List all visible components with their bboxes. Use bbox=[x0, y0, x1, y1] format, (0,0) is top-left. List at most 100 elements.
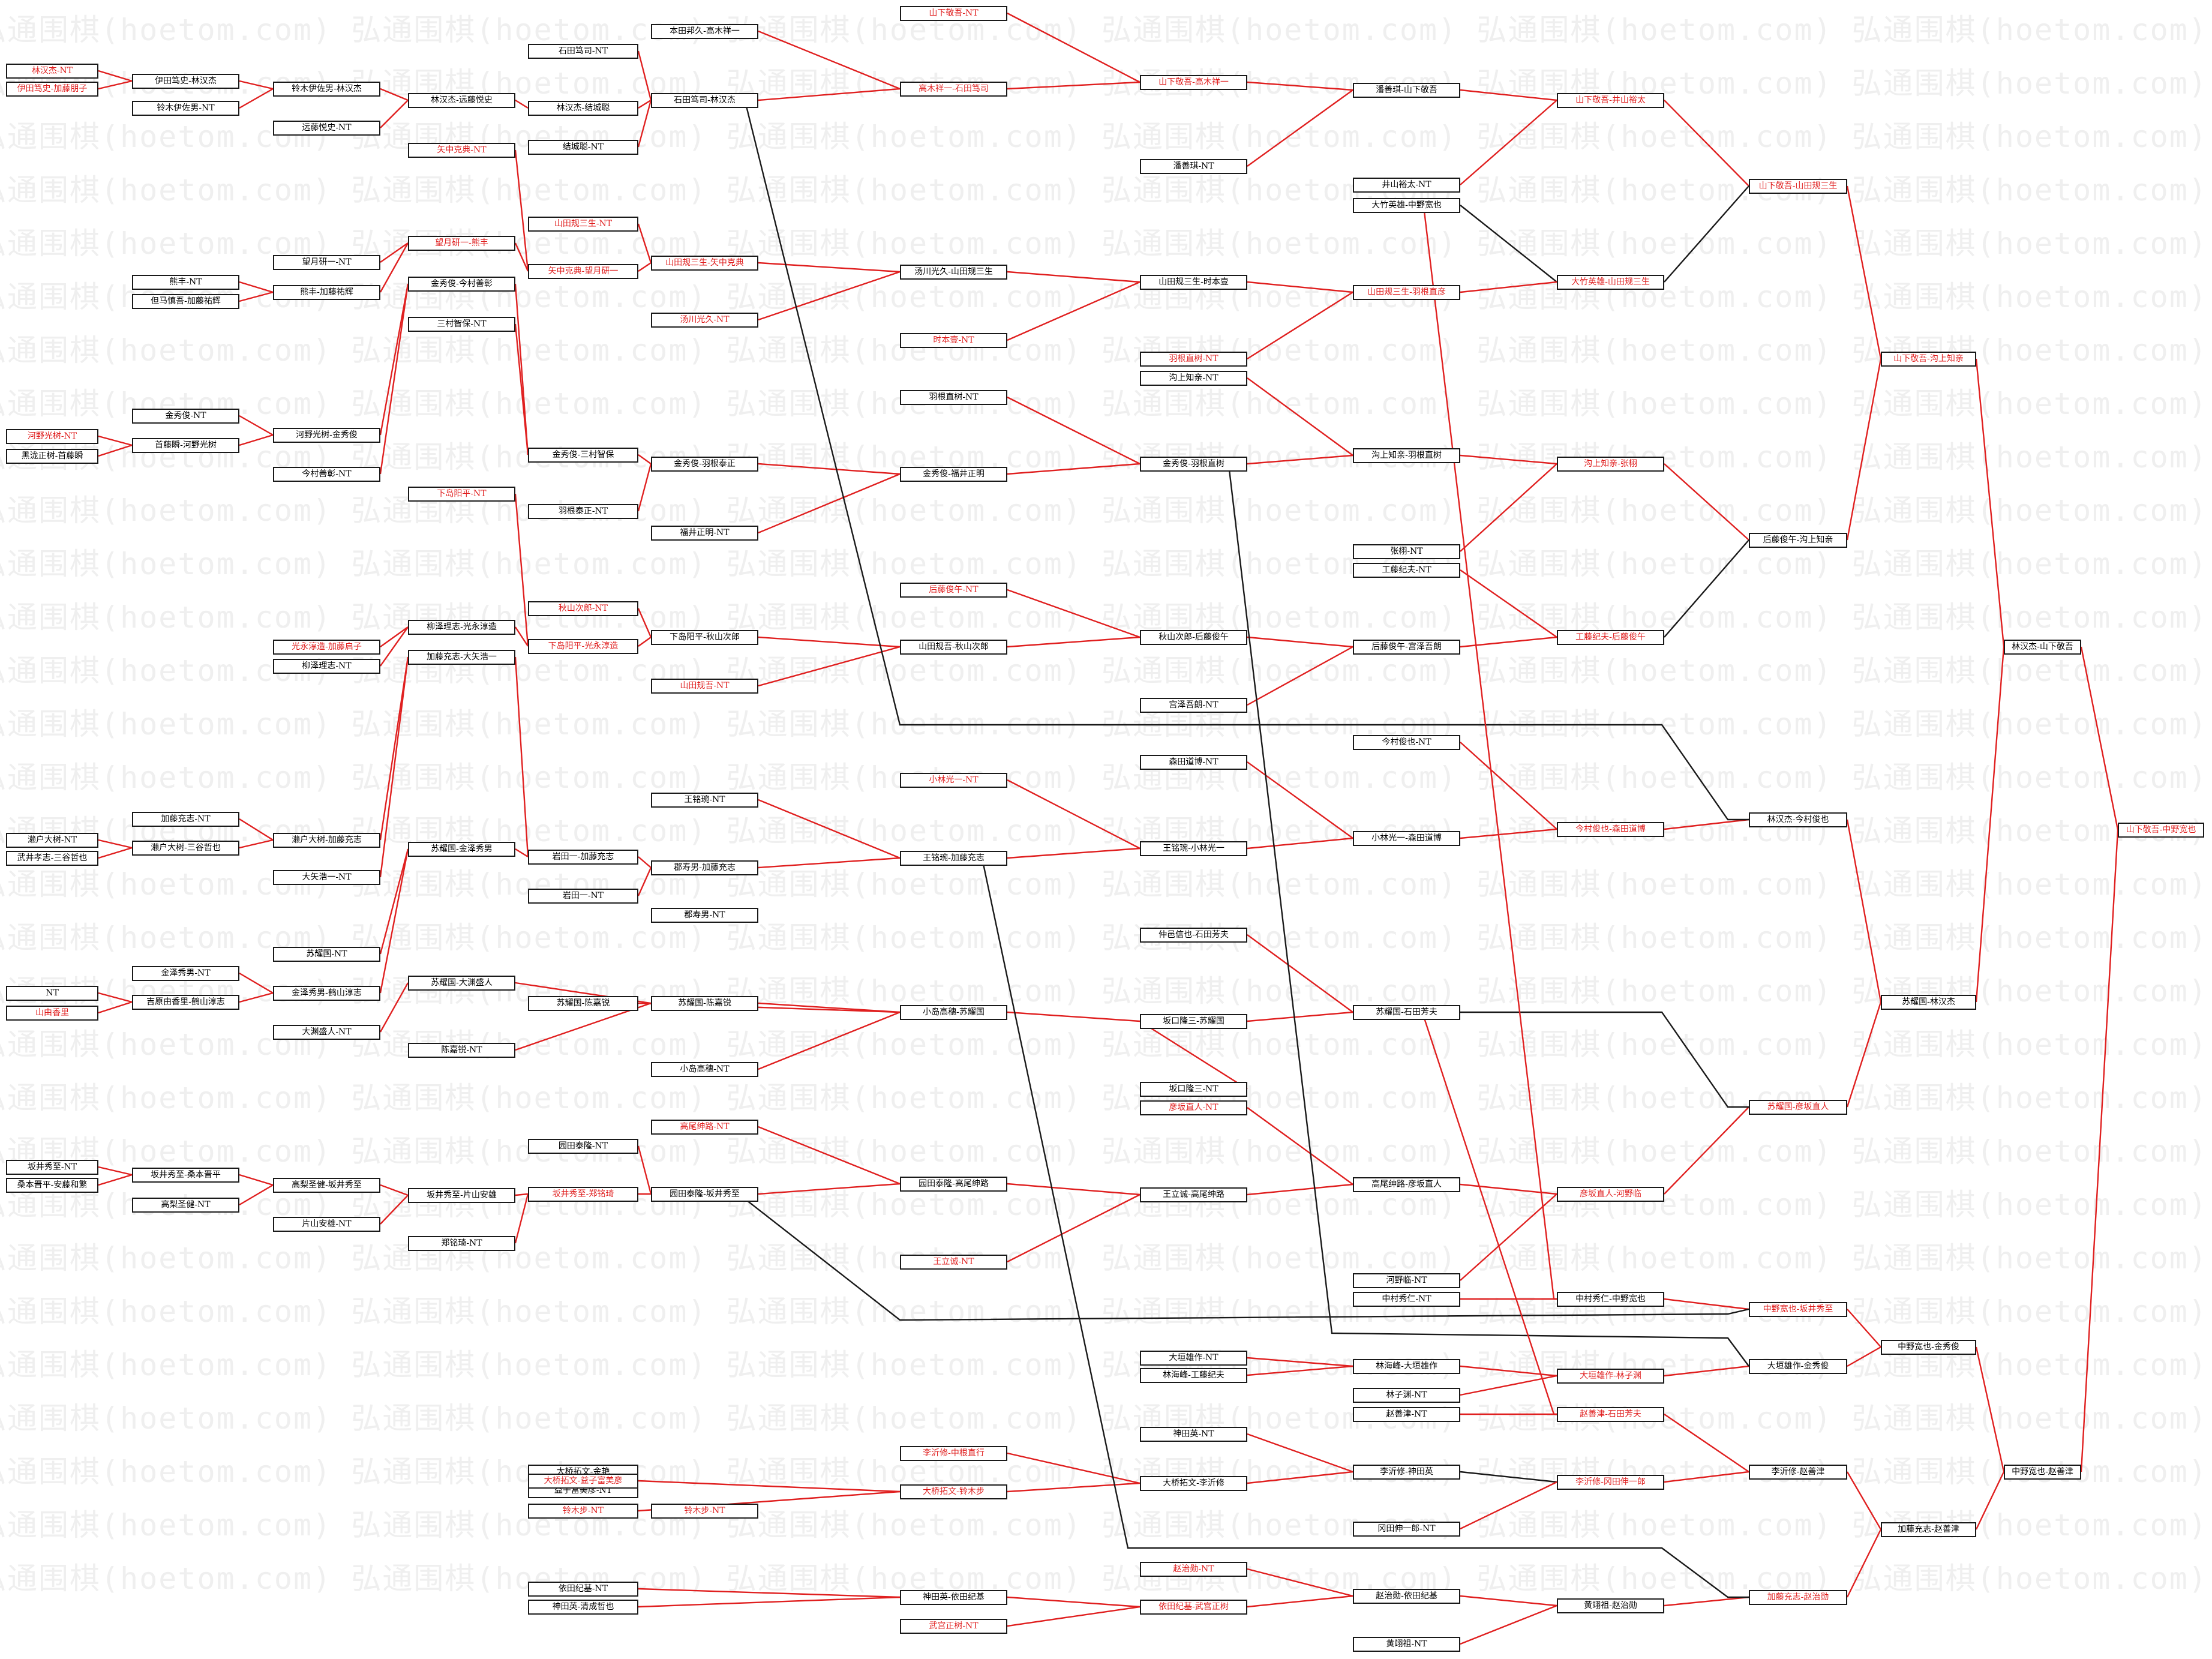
match-label: 工藤纪夫-后藤俊午 bbox=[1575, 632, 1646, 642]
bracket-connector bbox=[1247, 281, 1353, 293]
match-node: 山田规三生-NT bbox=[528, 217, 638, 232]
bracket-connector bbox=[98, 80, 133, 90]
match-label: 彦坂直人-河野临 bbox=[1580, 1189, 1641, 1199]
bracket-connector bbox=[1007, 271, 1140, 283]
bracket-connector bbox=[1460, 454, 1557, 465]
match-node: 大矢浩一-NT bbox=[273, 870, 380, 885]
bracket-connector bbox=[98, 70, 133, 82]
bracket-connector bbox=[1460, 1604, 1557, 1645]
bracket-connector bbox=[98, 1166, 133, 1176]
match-node: 赵善津-石田芳夫 bbox=[1557, 1407, 1664, 1422]
bracket-connector bbox=[239, 839, 274, 849]
match-node: 金秀俊-羽根泰正 bbox=[651, 457, 758, 472]
match-label: 依田纪基-武宫正树 bbox=[1158, 1602, 1229, 1612]
match-label: 苏耀国-NT bbox=[306, 949, 347, 959]
match-node: 下岛阳平-光永淳造 bbox=[528, 639, 638, 654]
match-node: 彦坂直人-河野临 bbox=[1557, 1187, 1664, 1202]
bracket-connector bbox=[515, 848, 529, 858]
match-label: 下岛阳平-NT bbox=[437, 489, 487, 499]
bracket-connector bbox=[1247, 291, 1353, 360]
bracket-connector bbox=[1247, 81, 1353, 91]
match-label: 中野宽也-赵善津 bbox=[2012, 1467, 2073, 1477]
bracket-connector bbox=[1846, 1471, 1882, 1530]
match-node: 园田泰隆-NT bbox=[528, 1139, 638, 1154]
match-label: 石田笃司-NT bbox=[558, 46, 608, 56]
match-label: 铃木步-NT bbox=[562, 1506, 604, 1516]
match-label: 坂口隆三-NT bbox=[1169, 1084, 1218, 1094]
bracket-connector bbox=[638, 262, 652, 272]
match-node: 高木祥一-石田笃司 bbox=[900, 82, 1007, 97]
match-label: 今村善彰-NT bbox=[302, 469, 352, 479]
bracket-connector bbox=[1247, 1107, 1353, 1185]
bracket-connector bbox=[1007, 1606, 1140, 1627]
match-node: 加藤充志-赵治勋 bbox=[1749, 1590, 1847, 1605]
match-node: 金秀俊-NT bbox=[132, 409, 239, 424]
match-node: 森田道博-NT bbox=[1140, 755, 1247, 770]
bracket-connector bbox=[1664, 1106, 1749, 1195]
bracket-connector bbox=[239, 818, 274, 841]
match-label: 苏耀国-林汉杰 bbox=[1902, 997, 1955, 1007]
match-node: 片山安雄-NT bbox=[273, 1217, 380, 1232]
match-label: 河野光树-金秀俊 bbox=[296, 430, 358, 440]
bracket-connector bbox=[1664, 1365, 1749, 1377]
match-node: 金泽秀男-NT bbox=[132, 966, 239, 981]
match-label: 黄翊祖-赵治勋 bbox=[1584, 1601, 1637, 1610]
match-node: 山下敬吾-山田规三生 bbox=[1749, 179, 1847, 194]
match-node: 山下敬吾-NT bbox=[900, 6, 1007, 21]
match-label: 山田规三生-时本壹 bbox=[1158, 277, 1229, 287]
bracket-connector bbox=[379, 656, 409, 841]
match-node: 坂井秀至-片山安雄 bbox=[408, 1188, 515, 1203]
match-label: 林汉杰-山下敬吾 bbox=[2012, 642, 2073, 652]
bracket-connector bbox=[1247, 377, 1353, 456]
match-label: 高梨圣健-坂井秀至 bbox=[292, 1180, 362, 1190]
bracket-connector bbox=[1846, 358, 1882, 541]
bracket-connector bbox=[1460, 463, 1557, 552]
match-node: 本田邦久-高木祥一 bbox=[651, 24, 758, 39]
match-label: 高木祥一-石田笃司 bbox=[919, 84, 989, 94]
match-label: 林子渊-NT bbox=[1386, 1390, 1427, 1400]
match-label: 伊田笃史-加藤朋子 bbox=[17, 84, 88, 94]
match-node: 中村秀仁-中野宽也 bbox=[1557, 1292, 1664, 1307]
match-node: 濑户大树-加藤充志 bbox=[273, 833, 380, 848]
match-node: 望月研一-NT bbox=[273, 255, 380, 270]
bracket-connector bbox=[758, 463, 901, 475]
match-node: 后藤俊午-沟上知亲 bbox=[1749, 533, 1847, 548]
match-label: 高尾绅路-彦坂直人 bbox=[1371, 1180, 1442, 1189]
match-label: 大桥拓文-铃木步 bbox=[923, 1487, 985, 1496]
bracket-connector bbox=[758, 1011, 901, 1070]
bracket-connector bbox=[1846, 819, 1882, 1003]
bracket-connector bbox=[98, 444, 133, 457]
bracket-connector bbox=[379, 283, 409, 436]
bracket-connector bbox=[638, 637, 652, 647]
match-label: 石田笃司-林汉杰 bbox=[674, 95, 736, 105]
bracket-connector bbox=[638, 454, 652, 464]
match-node: 铃木步-NT bbox=[528, 1504, 638, 1519]
match-label: 吉原由香里-鹤山淳志 bbox=[146, 997, 225, 1007]
match-node: 山田规三生-时本壹 bbox=[1140, 275, 1247, 290]
match-node: 河野光树-NT bbox=[6, 429, 98, 444]
match-label: 沟上知亲-NT bbox=[1169, 373, 1218, 383]
match-label: 张栩-NT bbox=[1390, 547, 1423, 556]
match-node: 加藤充志-NT bbox=[132, 812, 239, 827]
match-label: 郡寿男-加藤充志 bbox=[674, 863, 736, 872]
match-node: 下岛阳平-NT bbox=[408, 487, 515, 502]
match-node: 山下敬吾-中野宽也 bbox=[2118, 823, 2204, 838]
match-label: 铃木伊佐男-林汉杰 bbox=[292, 84, 362, 94]
bracket-connector bbox=[1460, 100, 1557, 185]
match-label: 工藤纪夫-NT bbox=[1382, 565, 1431, 575]
match-label: 坂井秀至-片山安雄 bbox=[427, 1190, 497, 1200]
match-node: 秋山次郎-NT bbox=[528, 601, 638, 616]
match-node: 矢中克典-NT bbox=[408, 143, 515, 158]
match-label: 今村俊也-NT bbox=[1382, 737, 1431, 747]
match-node: 王铭琬-小林光一 bbox=[1140, 841, 1247, 856]
match-label: 苏耀国-石田芳夫 bbox=[1376, 1007, 1437, 1017]
match-label: 山田规三生-矢中克典 bbox=[665, 258, 744, 268]
match-node: 濑户大树-NT bbox=[6, 833, 98, 848]
match-label: 光永淳造-加藤启子 bbox=[292, 642, 362, 652]
match-label: 苏耀国-陈嘉锐 bbox=[556, 998, 610, 1008]
match-label: 秋山次郎-后藤俊午 bbox=[1158, 632, 1229, 642]
bracket-connector bbox=[380, 100, 409, 128]
match-label: 秋山次郎-NT bbox=[558, 604, 608, 613]
match-node: 河野临-NT bbox=[1353, 1273, 1460, 1288]
match-node: 苏耀国-陈嘉锐 bbox=[651, 996, 758, 1011]
